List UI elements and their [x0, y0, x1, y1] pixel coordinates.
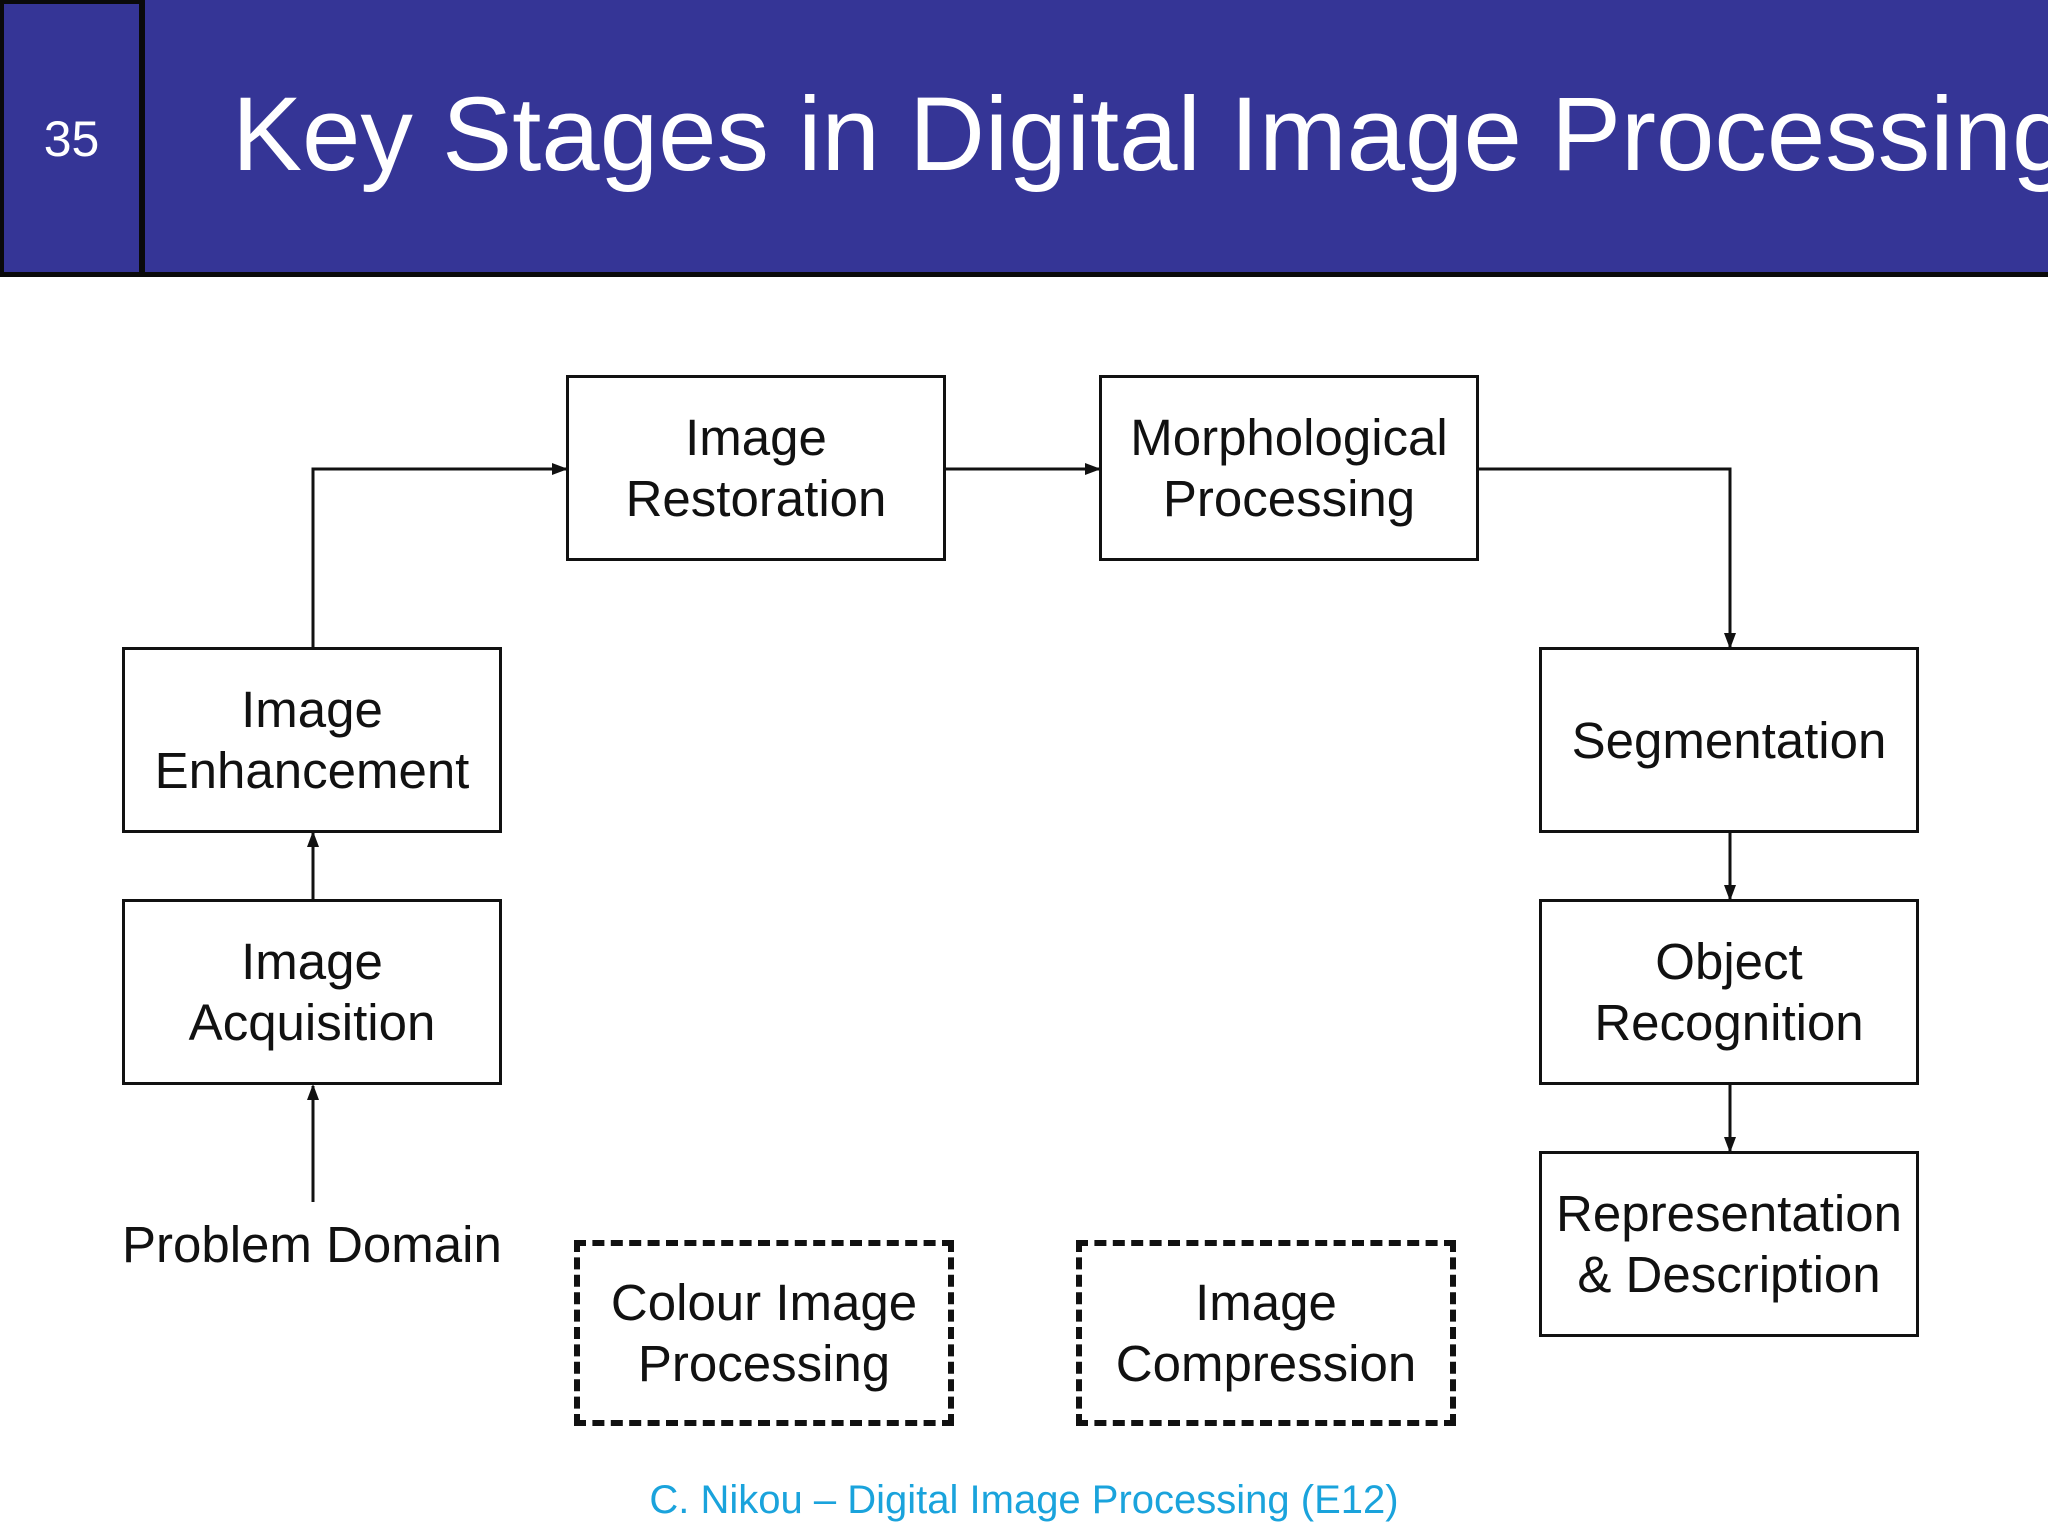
image-restoration-label: Image Restoration — [625, 409, 887, 527]
segmentation-label: Segmentation — [1571, 711, 1887, 769]
image-enhancement-box: Image Enhancement — [122, 647, 502, 833]
morphological-processing-box: Morphological Processing — [1099, 375, 1479, 561]
object-recognition-box: Object Recognition — [1539, 899, 1919, 1085]
image-acquisition-box: Image Acquisition — [122, 899, 502, 1085]
colour-image-processing-label: Colour Image Processing — [610, 1274, 918, 1392]
image-compression-label: Image Compression — [1115, 1274, 1417, 1392]
object-recognition-label: Object Recognition — [1594, 933, 1864, 1051]
arrow-enhancement-to-restoration — [311, 463, 568, 647]
slide-number-box: 35 — [0, 0, 145, 277]
slide-title: Key Stages in Digital Image Processing — [232, 76, 2048, 193]
arrow-morphological-to-segmentation — [1479, 467, 1736, 649]
problem-domain-label: Problem Domain — [122, 1216, 502, 1273]
image-compression-box: Image Compression — [1076, 1240, 1456, 1426]
image-acquisition-label: Image Acquisition — [188, 933, 436, 1051]
morphological-processing-label: Morphological Processing — [1130, 409, 1448, 527]
title-bar: 35 Key Stages in Digital Image Processin… — [0, 0, 2048, 277]
representation-description-label: Representation & Description — [1556, 1185, 1902, 1303]
footer-credit: C. Nikou – Digital Image Processing (E12… — [649, 1478, 1399, 1522]
image-restoration-box: Image Restoration — [566, 375, 946, 561]
representation-description-box: Representation & Description — [1539, 1151, 1919, 1337]
image-enhancement-label: Image Enhancement — [154, 681, 470, 799]
slide-number: 35 — [43, 110, 100, 167]
colour-image-processing-box: Colour Image Processing — [574, 1240, 954, 1426]
segmentation-box: Segmentation — [1539, 647, 1919, 833]
